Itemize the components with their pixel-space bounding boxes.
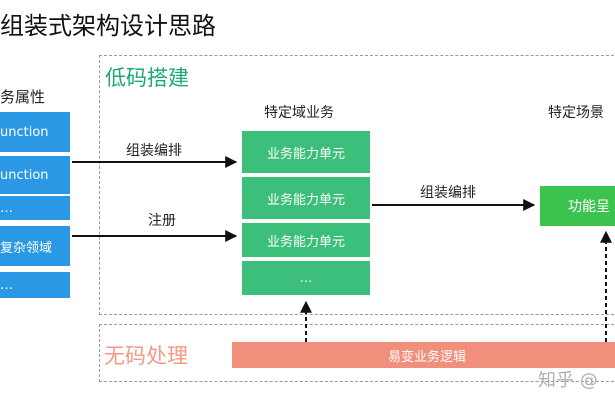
left-item-function-1: unction [0,112,70,152]
watermark: 知乎 @ [538,370,598,391]
assemble-label-top: 组装编排 [126,143,182,159]
lowcode-section-border [99,55,615,315]
left-item-complex-domain: 复杂领域 [0,226,70,266]
domain-unit-label: … [299,270,313,286]
left-column-header: 务属性 [0,88,46,106]
left-item-label: 复杂领域 [0,240,53,256]
left-item-label: unction [0,124,49,140]
volatile-logic-bar: 易变业务逻辑 [232,342,615,368]
left-item-label: … [0,200,13,216]
domain-unit-ellipsis: … [242,261,370,295]
assemble-label-right: 组装编排 [420,185,476,201]
domain-unit-label: 业务能力单元 [266,234,345,250]
nocode-title: 无码处理 [104,344,188,368]
lowcode-title: 低码搭建 [105,66,189,90]
volatile-logic-label: 易变业务逻辑 [387,349,466,365]
left-item-function-2: unction [0,156,70,194]
left-item-ellipsis-1: … [0,196,70,220]
domain-header: 特定域业务 [264,105,334,121]
domain-unit-label: 业务能力单元 [266,192,345,208]
domain-unit-3: 业务能力单元 [242,223,370,257]
scene-header: 特定场景 [548,105,604,121]
domain-unit-label: 业务能力单元 [266,146,345,162]
domain-unit-2: 业务能力单元 [242,177,370,219]
left-item-label: … [0,277,13,293]
register-label: 注册 [148,213,176,229]
domain-unit-1: 业务能力单元 [242,131,370,173]
left-item-ellipsis-2: … [0,272,70,298]
feature-box: 功能呈 [540,186,615,226]
feature-label: 功能呈 [568,199,610,215]
page-title: 组装式架构设计思路 [0,12,216,40]
nocode-section-border [99,324,615,382]
left-item-label: unction [0,167,49,183]
